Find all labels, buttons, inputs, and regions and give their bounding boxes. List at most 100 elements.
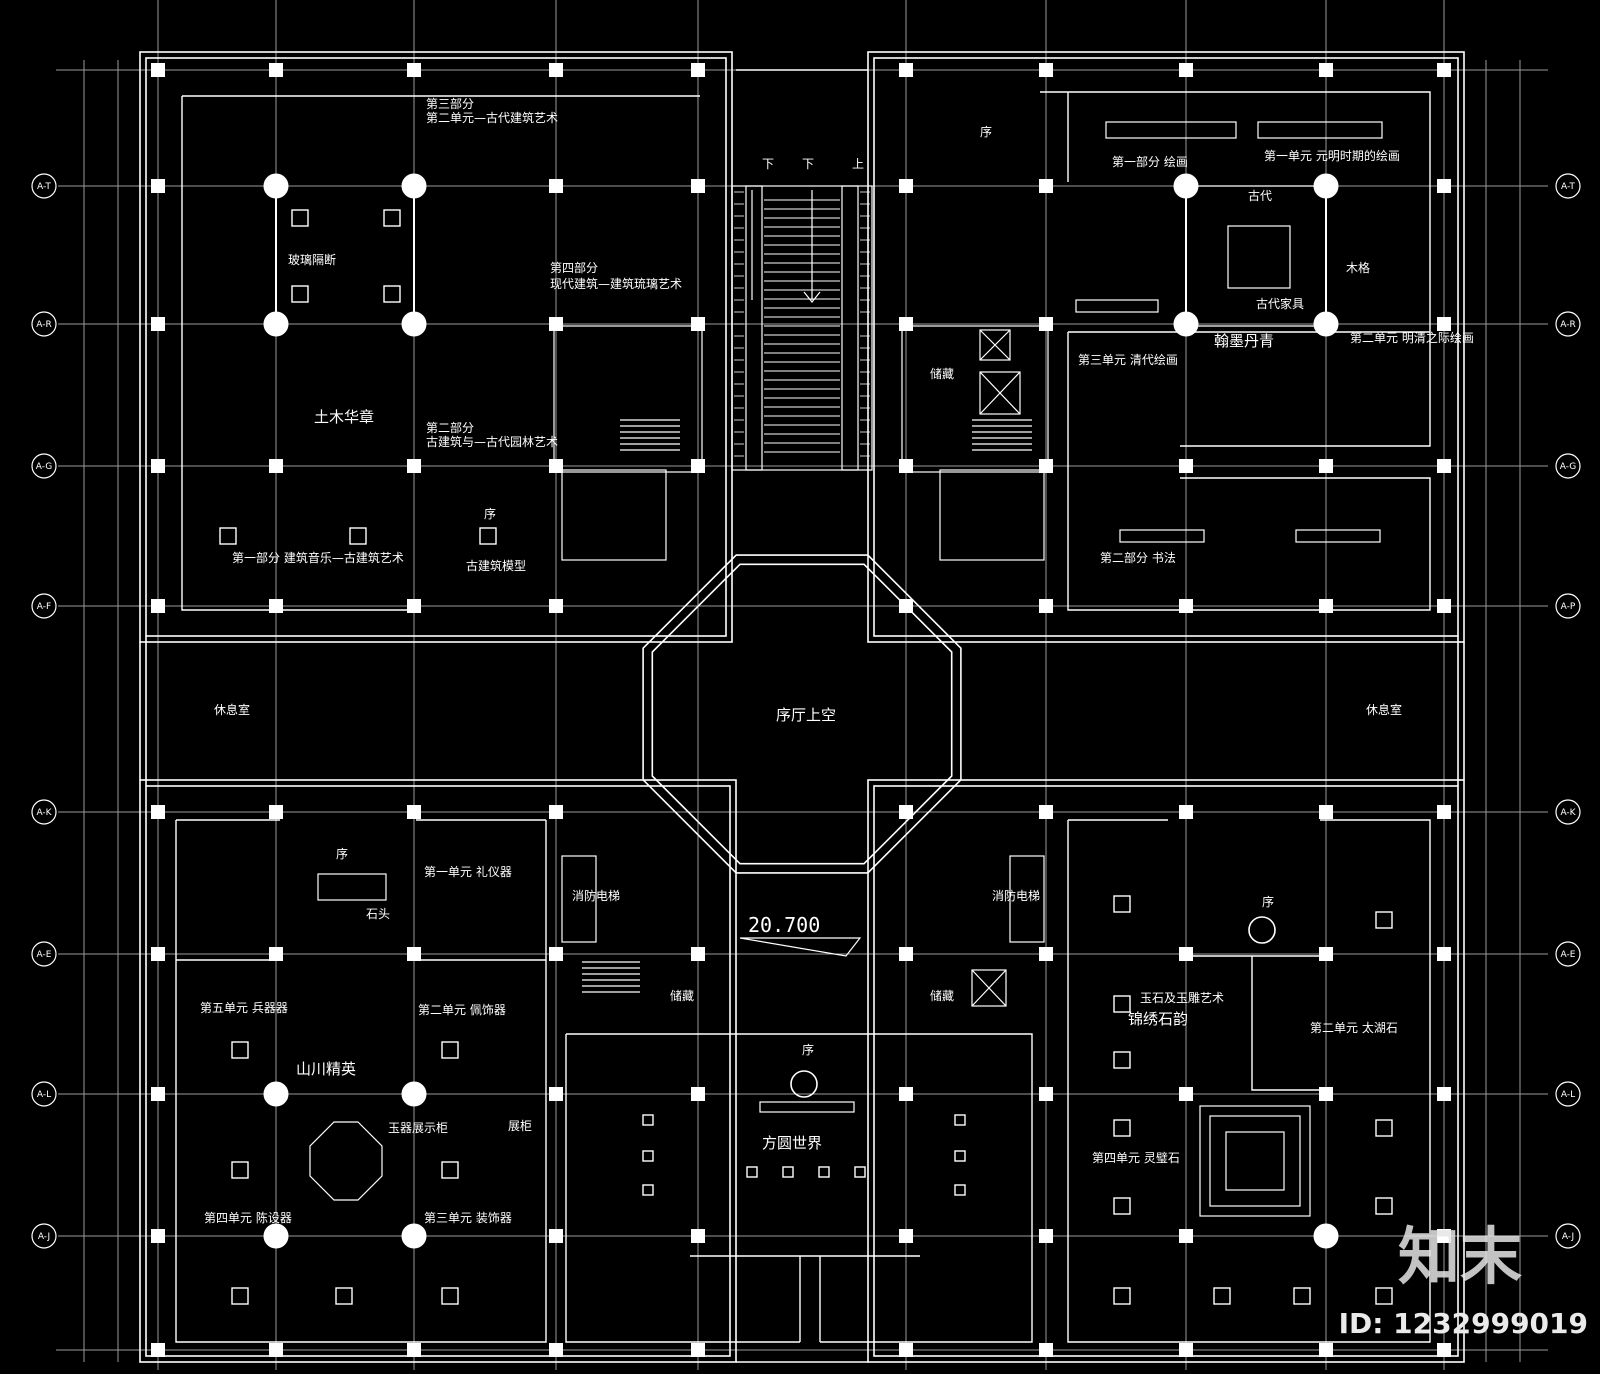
axis-label-right: A-J bbox=[1562, 1232, 1574, 1242]
axis-label-left: A-K bbox=[36, 808, 52, 818]
label-ne-wood: 木格 bbox=[1346, 260, 1370, 275]
hall-sw-title: 山川精英 bbox=[296, 1060, 356, 1078]
column bbox=[549, 947, 563, 961]
label-elevator-east: 消防电梯 bbox=[992, 888, 1040, 903]
column bbox=[407, 1343, 421, 1357]
column bbox=[1039, 947, 1053, 961]
label-sw-unit1: 第一单元 礼仪器 bbox=[424, 864, 512, 879]
axis-label-left: A-J bbox=[38, 1232, 50, 1242]
square-showcase bbox=[1113, 895, 1131, 913]
brand-watermark: 知末 bbox=[1397, 1220, 1522, 1293]
column bbox=[1039, 459, 1053, 473]
column bbox=[1179, 1229, 1193, 1243]
elevation-mark: 20.700 bbox=[748, 913, 820, 937]
square-showcase bbox=[954, 1150, 966, 1162]
square-showcase bbox=[1113, 1119, 1131, 1137]
column bbox=[899, 805, 913, 819]
label-sw-stone: 石头 bbox=[366, 907, 390, 921]
interior-walls bbox=[175, 91, 1431, 1343]
label-se-unit2: 第二单元 太湖石 bbox=[1310, 1020, 1398, 1035]
image-id-watermark: ID: 1232999019 bbox=[1338, 1307, 1588, 1340]
column bbox=[691, 63, 705, 77]
column bbox=[899, 1087, 913, 1101]
atrium-void-label: 序厅上空 bbox=[776, 706, 836, 724]
round-showcase bbox=[263, 1223, 289, 1249]
column bbox=[269, 63, 283, 77]
column bbox=[899, 1343, 913, 1357]
label-rest-west: 休息室 bbox=[214, 702, 250, 717]
label-nw-xu: 序 bbox=[484, 506, 496, 521]
square-showcase bbox=[441, 1161, 459, 1179]
column bbox=[1039, 599, 1053, 613]
column bbox=[1437, 947, 1451, 961]
label-sw-unit3: 第三单元 装饰器 bbox=[424, 1211, 512, 1225]
square-showcase bbox=[1113, 1197, 1131, 1215]
square-showcase bbox=[1375, 1287, 1393, 1305]
outer-walls bbox=[139, 51, 1465, 1363]
escalator-block bbox=[731, 185, 873, 471]
axis-label-left: A-L bbox=[37, 1090, 51, 1100]
column bbox=[407, 459, 421, 473]
column bbox=[691, 179, 705, 193]
square-showcase bbox=[479, 527, 497, 545]
label-ne-part1: 第一部分 绘画 bbox=[1112, 154, 1188, 169]
label-c-part4: 第四部分 bbox=[550, 260, 598, 275]
column bbox=[1179, 599, 1193, 613]
axis-bubble-right bbox=[1555, 1223, 1581, 1249]
axis-label-right: A-L bbox=[1561, 1090, 1575, 1100]
column bbox=[549, 805, 563, 819]
label-s-xu: 序 bbox=[802, 1042, 814, 1057]
label-ne-unit1: 第一单元 元明时期的绘画 bbox=[1264, 148, 1400, 163]
column bbox=[549, 1229, 563, 1243]
axis-bubble-right bbox=[1555, 1081, 1581, 1107]
square-showcase bbox=[1375, 1119, 1393, 1137]
label-nw-part2: 第二部分 bbox=[426, 420, 474, 435]
square-showcase bbox=[642, 1114, 654, 1126]
column bbox=[1319, 1087, 1333, 1101]
square-showcase bbox=[642, 1184, 654, 1196]
column bbox=[1437, 179, 1451, 193]
column bbox=[1319, 805, 1333, 819]
column bbox=[407, 805, 421, 819]
column bbox=[269, 947, 283, 961]
column bbox=[151, 805, 165, 819]
square-showcase bbox=[291, 209, 309, 227]
stair-mark-2: 下 bbox=[802, 157, 814, 171]
elevation-symbol bbox=[739, 937, 862, 957]
axis-label-left: A-F bbox=[37, 602, 51, 612]
column bbox=[899, 1229, 913, 1243]
label-nw-part3: 第三部分 bbox=[426, 96, 474, 111]
column bbox=[407, 599, 421, 613]
square-showcase bbox=[1293, 1287, 1311, 1305]
square-showcase bbox=[441, 1041, 459, 1059]
square-showcase bbox=[383, 209, 401, 227]
axis-label-right: A-R bbox=[1560, 320, 1575, 330]
label-sw-case: 展柜 bbox=[508, 1119, 532, 1133]
column bbox=[691, 1229, 705, 1243]
label-nw-part2-sub: 古建筑与—古代园林艺术 bbox=[426, 434, 558, 449]
square-showcase bbox=[954, 1114, 966, 1126]
column bbox=[269, 459, 283, 473]
axis-bubble-right bbox=[1555, 173, 1581, 199]
square-showcase bbox=[854, 1166, 866, 1178]
column bbox=[1319, 459, 1333, 473]
column bbox=[1437, 1087, 1451, 1101]
column bbox=[1179, 805, 1193, 819]
label-sw-unit5: 第五单元 兵器器 bbox=[200, 1001, 288, 1015]
square-showcase bbox=[1113, 1051, 1131, 1069]
column bbox=[691, 1087, 705, 1101]
label-elevator-west: 消防电梯 bbox=[572, 888, 620, 903]
axis-bubble-left bbox=[31, 799, 57, 825]
axis-label-left: A-T bbox=[37, 182, 51, 192]
square-showcase bbox=[782, 1166, 794, 1178]
label-ne-unit3: 第三单元 清代绘画 bbox=[1078, 352, 1178, 367]
label-n-xu: 序 bbox=[980, 124, 992, 139]
axis-bubble-left bbox=[31, 1081, 57, 1107]
column bbox=[1437, 459, 1451, 473]
square-showcase bbox=[818, 1166, 830, 1178]
square-showcase bbox=[231, 1287, 249, 1305]
column bbox=[1319, 1343, 1333, 1357]
label-nw-glass: 玻璃隔断 bbox=[288, 252, 336, 267]
column bbox=[549, 179, 563, 193]
round-showcase bbox=[1313, 1223, 1339, 1249]
